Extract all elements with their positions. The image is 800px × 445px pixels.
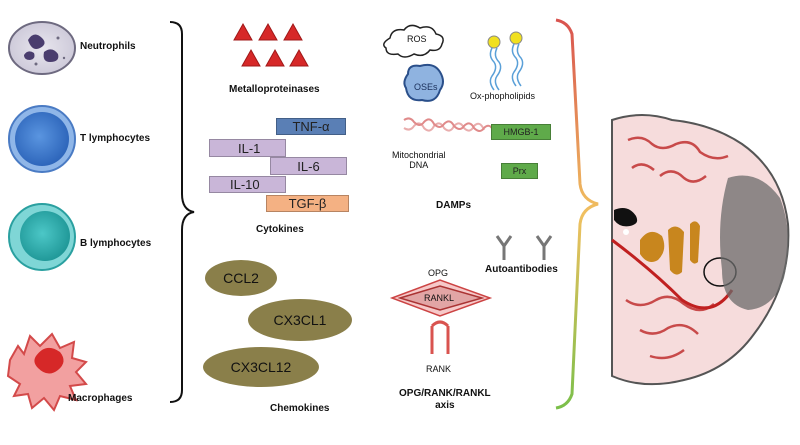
neutrophils-label: Neutrophils (80, 41, 136, 52)
cytokines-label: Cytokines (256, 224, 304, 235)
oses-blob (403, 63, 444, 102)
rankl-label: RANKL (424, 293, 455, 303)
b-lymphocyte-cell (8, 203, 76, 271)
ros-label: ROS (407, 34, 427, 44)
cells-brace (169, 21, 195, 403)
rank-receptor (430, 320, 450, 354)
metalloproteinase-icons (233, 22, 309, 67)
chemokine-ccl2: CCL2 (205, 260, 277, 296)
chemokines-label: Chemokines (270, 403, 330, 414)
mitochondrial-dna-icon (403, 117, 495, 133)
cytokine-il-1: IL-1 (209, 139, 286, 157)
cytokine-tnf-alpha: TNF-α (276, 118, 346, 135)
chemokine-cx3cl12: CX3CL12 (203, 347, 319, 387)
macrophages-label: Macrophages (68, 393, 133, 404)
rank-label: RANK (426, 364, 452, 374)
cytokine-il-6: IL-6 (270, 157, 347, 175)
cytokine-il-10: IL-10 (209, 176, 286, 193)
autoantibodies-label: Autoantibodies (485, 264, 558, 275)
autoantibody-icon-1 (495, 235, 513, 260)
prx-box: Prx (501, 163, 538, 179)
opg-label: OPG (428, 268, 449, 278)
cytokine-tgf-beta: TGF-β (266, 195, 349, 212)
rankl-diamond (397, 285, 485, 311)
b-lymphocytes-label: B lymphocytes (80, 238, 152, 249)
oses-label: OSEs (414, 82, 438, 92)
opg-axis-title: OPG/RANK/RANKL axis (399, 388, 491, 412)
ox-phospholipid-icon (487, 31, 524, 91)
hmgb1-box: HMGB-1 (491, 124, 551, 140)
mediators-brace (555, 18, 599, 410)
chemokine-cx3cl1: CX3CL1 (248, 299, 352, 341)
opg-axis-title-line1: OPG/RANK/RANKL (399, 388, 491, 399)
mitochondrial-dna-line1: Mitochondrial (392, 150, 446, 160)
opg-axis-title-line2: axis (435, 400, 455, 411)
damps-label: DAMPs (436, 200, 472, 211)
ros-cloud (383, 24, 444, 58)
t-lymphocytes-label: T lymphocytes (80, 133, 151, 144)
mitochondrial-dna-label: Mitochondrial DNA (392, 150, 446, 170)
mitochondrial-dna-line2: DNA (409, 160, 429, 170)
t-lymphocyte-cell (8, 105, 76, 173)
autoantibody-icon-2 (535, 235, 553, 260)
brain-section-icon (611, 114, 790, 386)
ox-phospholipids-label: Ox-phopholipids (470, 91, 536, 101)
metalloproteinases-label: Metalloproteinases (229, 84, 320, 95)
neutrophil-cell (8, 21, 76, 75)
macrophage-cell (6, 332, 88, 412)
